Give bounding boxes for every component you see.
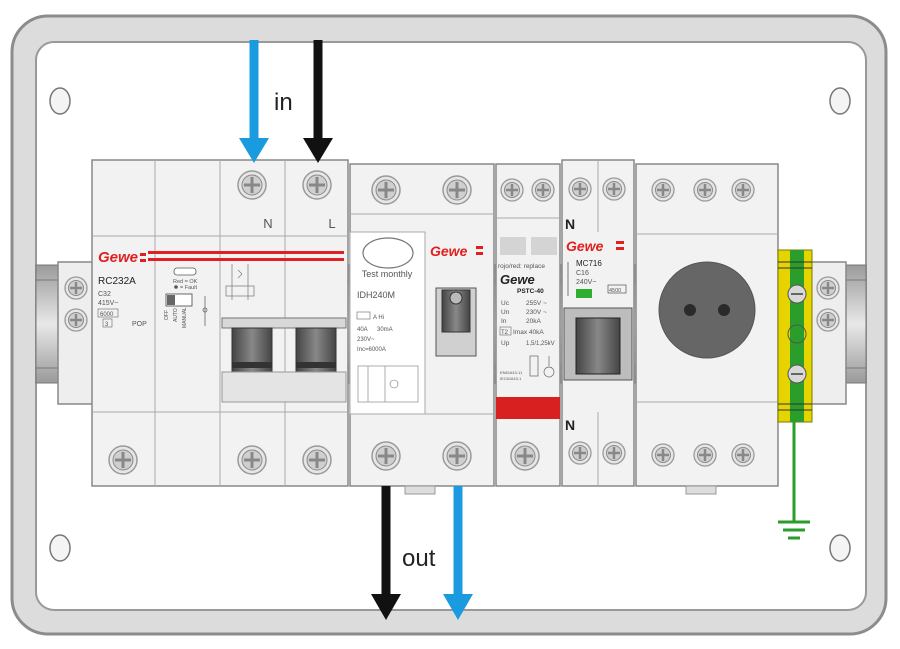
rcd-voltage: 230V~ xyxy=(357,337,375,343)
mcb-voltage: 240V~ xyxy=(576,279,596,286)
mcb-status-indicator xyxy=(576,289,592,298)
din-socket-outlet xyxy=(635,163,779,495)
live-in-wire xyxy=(303,40,333,163)
spd-standard-1: EN61643-11 xyxy=(500,370,523,375)
spd-un-value: 230V ~ xyxy=(526,309,547,316)
earth-symbol xyxy=(778,422,810,540)
surge-protection-device: rojo/red: replace Gewe PSTC-40 Uc 255V ~… xyxy=(495,163,561,487)
rcd-type: A Hi xyxy=(373,315,384,321)
spd-model: PSTC-40 xyxy=(517,288,544,295)
rcbo-model: RC232A xyxy=(98,276,136,287)
spd-schematic xyxy=(529,355,555,378)
spd-in-value: 20kA xyxy=(526,318,541,325)
rcd-inc: Inc=6000A xyxy=(357,347,386,353)
rail-end-stop-left xyxy=(57,261,95,405)
mcb-model: MC716 xyxy=(576,259,602,268)
rcd-toggle-handle[interactable] xyxy=(441,289,471,333)
spd-in-label: In xyxy=(501,318,507,325)
switch-auto-label: AUTO xyxy=(173,308,179,322)
brand-logo: Gewe xyxy=(566,238,604,254)
rcbo-device: N L Gewe RC232A C32 415V~ 6000 3 POP Red… xyxy=(91,159,349,487)
mcb-terminal-bottom: N xyxy=(565,417,575,433)
neutral-in-wire xyxy=(239,40,269,163)
spd-brand: Gewe xyxy=(500,272,535,287)
spd-imax-label: T2 xyxy=(501,330,509,336)
switch-manual-label: MANUAL xyxy=(182,307,188,328)
spd-up-label: Up xyxy=(501,340,510,347)
mcb-toggle-handle[interactable] xyxy=(575,317,621,375)
rcbo-class: 3 xyxy=(105,322,109,328)
output-label: out xyxy=(402,545,436,572)
spd-standard-2: IEC61643-1 xyxy=(500,376,522,381)
mounting-hole xyxy=(49,534,71,562)
input-label: in xyxy=(274,89,293,116)
spd-replace-note: rojo/red: replace xyxy=(498,263,545,270)
rcbo-schematic xyxy=(225,264,255,300)
mounting-hole xyxy=(829,534,851,562)
spd-uc-value: 255V ~ xyxy=(526,300,547,307)
live-out-wire xyxy=(371,486,401,620)
rcbo-rating: C32 xyxy=(98,291,111,298)
spd-up-value: 1,5/1,25kV xyxy=(526,341,555,347)
rail-end-stop-right xyxy=(809,261,847,405)
mounting-hole xyxy=(829,87,851,115)
legend-ok: Red = OK xyxy=(173,279,198,285)
mcb-breaking: 4500 xyxy=(609,288,621,294)
brand-logo: Gewe xyxy=(430,243,468,259)
spd-status-window xyxy=(496,397,560,419)
mcb-terminal-top: N xyxy=(565,216,575,232)
rcbo-pop-label: POP xyxy=(132,321,147,328)
brand-logo: Gewe xyxy=(98,249,138,266)
mcb-device: N Gewe MC716 C16 240V~ 4500 N xyxy=(561,159,635,487)
terminal-label-l: L xyxy=(328,216,335,231)
mcb-rating: C16 xyxy=(576,270,589,277)
socket-face xyxy=(658,261,756,359)
rcbo-breaking: 6000 xyxy=(100,312,114,318)
rcd-schematic xyxy=(357,365,419,403)
switch-off-label: OFF xyxy=(164,310,170,320)
rcd-device: Test monthly IDH240M A Hi 40A 30mA 230V~… xyxy=(349,163,495,495)
test-button[interactable] xyxy=(362,237,414,269)
rcd-rating: 40A xyxy=(357,327,368,333)
rcd-model: IDH240M xyxy=(357,290,395,300)
rcd-sensitivity: 30mA xyxy=(377,327,393,333)
neutral-out-wire xyxy=(443,486,473,620)
legend-fault: = Fault xyxy=(180,285,197,291)
earth-terminal-block xyxy=(777,249,813,423)
mounting-hole xyxy=(49,87,71,115)
spd-imax-value: Imax 40kA xyxy=(513,329,544,336)
spd-un-label: Un xyxy=(501,309,510,316)
status-indicator-window xyxy=(173,267,197,276)
terminal-label-n: N xyxy=(263,216,272,231)
rcbo-voltage: 415V~ xyxy=(98,300,118,307)
spd-uc-label: Uc xyxy=(501,300,510,307)
test-monthly-label: Test monthly xyxy=(362,269,413,279)
